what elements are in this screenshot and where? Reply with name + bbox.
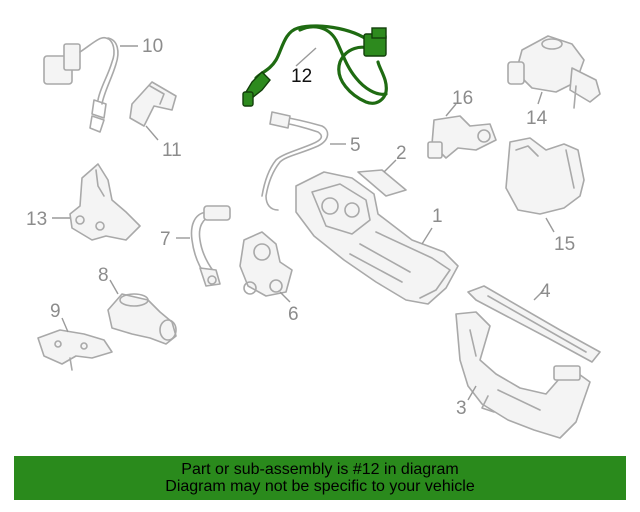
callout-7: 7 xyxy=(160,229,171,250)
part-13-bracket[interactable] xyxy=(69,163,141,241)
callout-1: 1 xyxy=(432,206,443,227)
part-7-hose[interactable] xyxy=(190,205,231,287)
callout-15: 15 xyxy=(554,234,575,255)
callout-11: 11 xyxy=(162,140,182,161)
callout-2: 2 xyxy=(396,143,407,164)
callout-4: 4 xyxy=(540,281,551,302)
callout-9: 9 xyxy=(50,301,61,322)
parts-diagram: 12 10 11 13 5 2 xyxy=(26,24,601,439)
part-8-canister[interactable] xyxy=(107,293,177,345)
part-10-sensor[interactable] xyxy=(43,36,119,133)
part-4-rail[interactable] xyxy=(467,285,601,363)
part-14-valve[interactable] xyxy=(507,35,601,109)
banner-line-1: Part or sub-assembly is #12 in diagram xyxy=(181,461,459,478)
callout-8: 8 xyxy=(98,265,109,286)
callout-3: 3 xyxy=(456,398,467,419)
callout-10: 10 xyxy=(142,36,163,57)
part-2-pad[interactable] xyxy=(357,169,407,197)
callout-12: 12 xyxy=(291,66,312,87)
diagram-notice-banner: Part or sub-assembly is #12 in diagram D… xyxy=(14,456,626,500)
part-12-oxygen-sensor[interactable] xyxy=(242,24,388,107)
part-5-tube[interactable] xyxy=(261,111,329,211)
part-6-valve[interactable] xyxy=(239,231,293,297)
part-16-sensor[interactable] xyxy=(427,115,497,159)
part-9-bracket[interactable] xyxy=(37,329,113,371)
part-1-housing[interactable] xyxy=(295,171,459,305)
callout-13: 13 xyxy=(26,209,47,230)
callout-5: 5 xyxy=(350,135,361,156)
banner-line-2: Diagram may not be specific to your vehi… xyxy=(165,478,475,495)
callout-14: 14 xyxy=(526,108,548,129)
part-15-shield[interactable] xyxy=(505,137,585,215)
part-11-bracket[interactable] xyxy=(129,81,177,127)
callout-6: 6 xyxy=(288,304,299,325)
callout-16: 16 xyxy=(452,88,473,109)
part-3-frame[interactable] xyxy=(455,311,591,439)
